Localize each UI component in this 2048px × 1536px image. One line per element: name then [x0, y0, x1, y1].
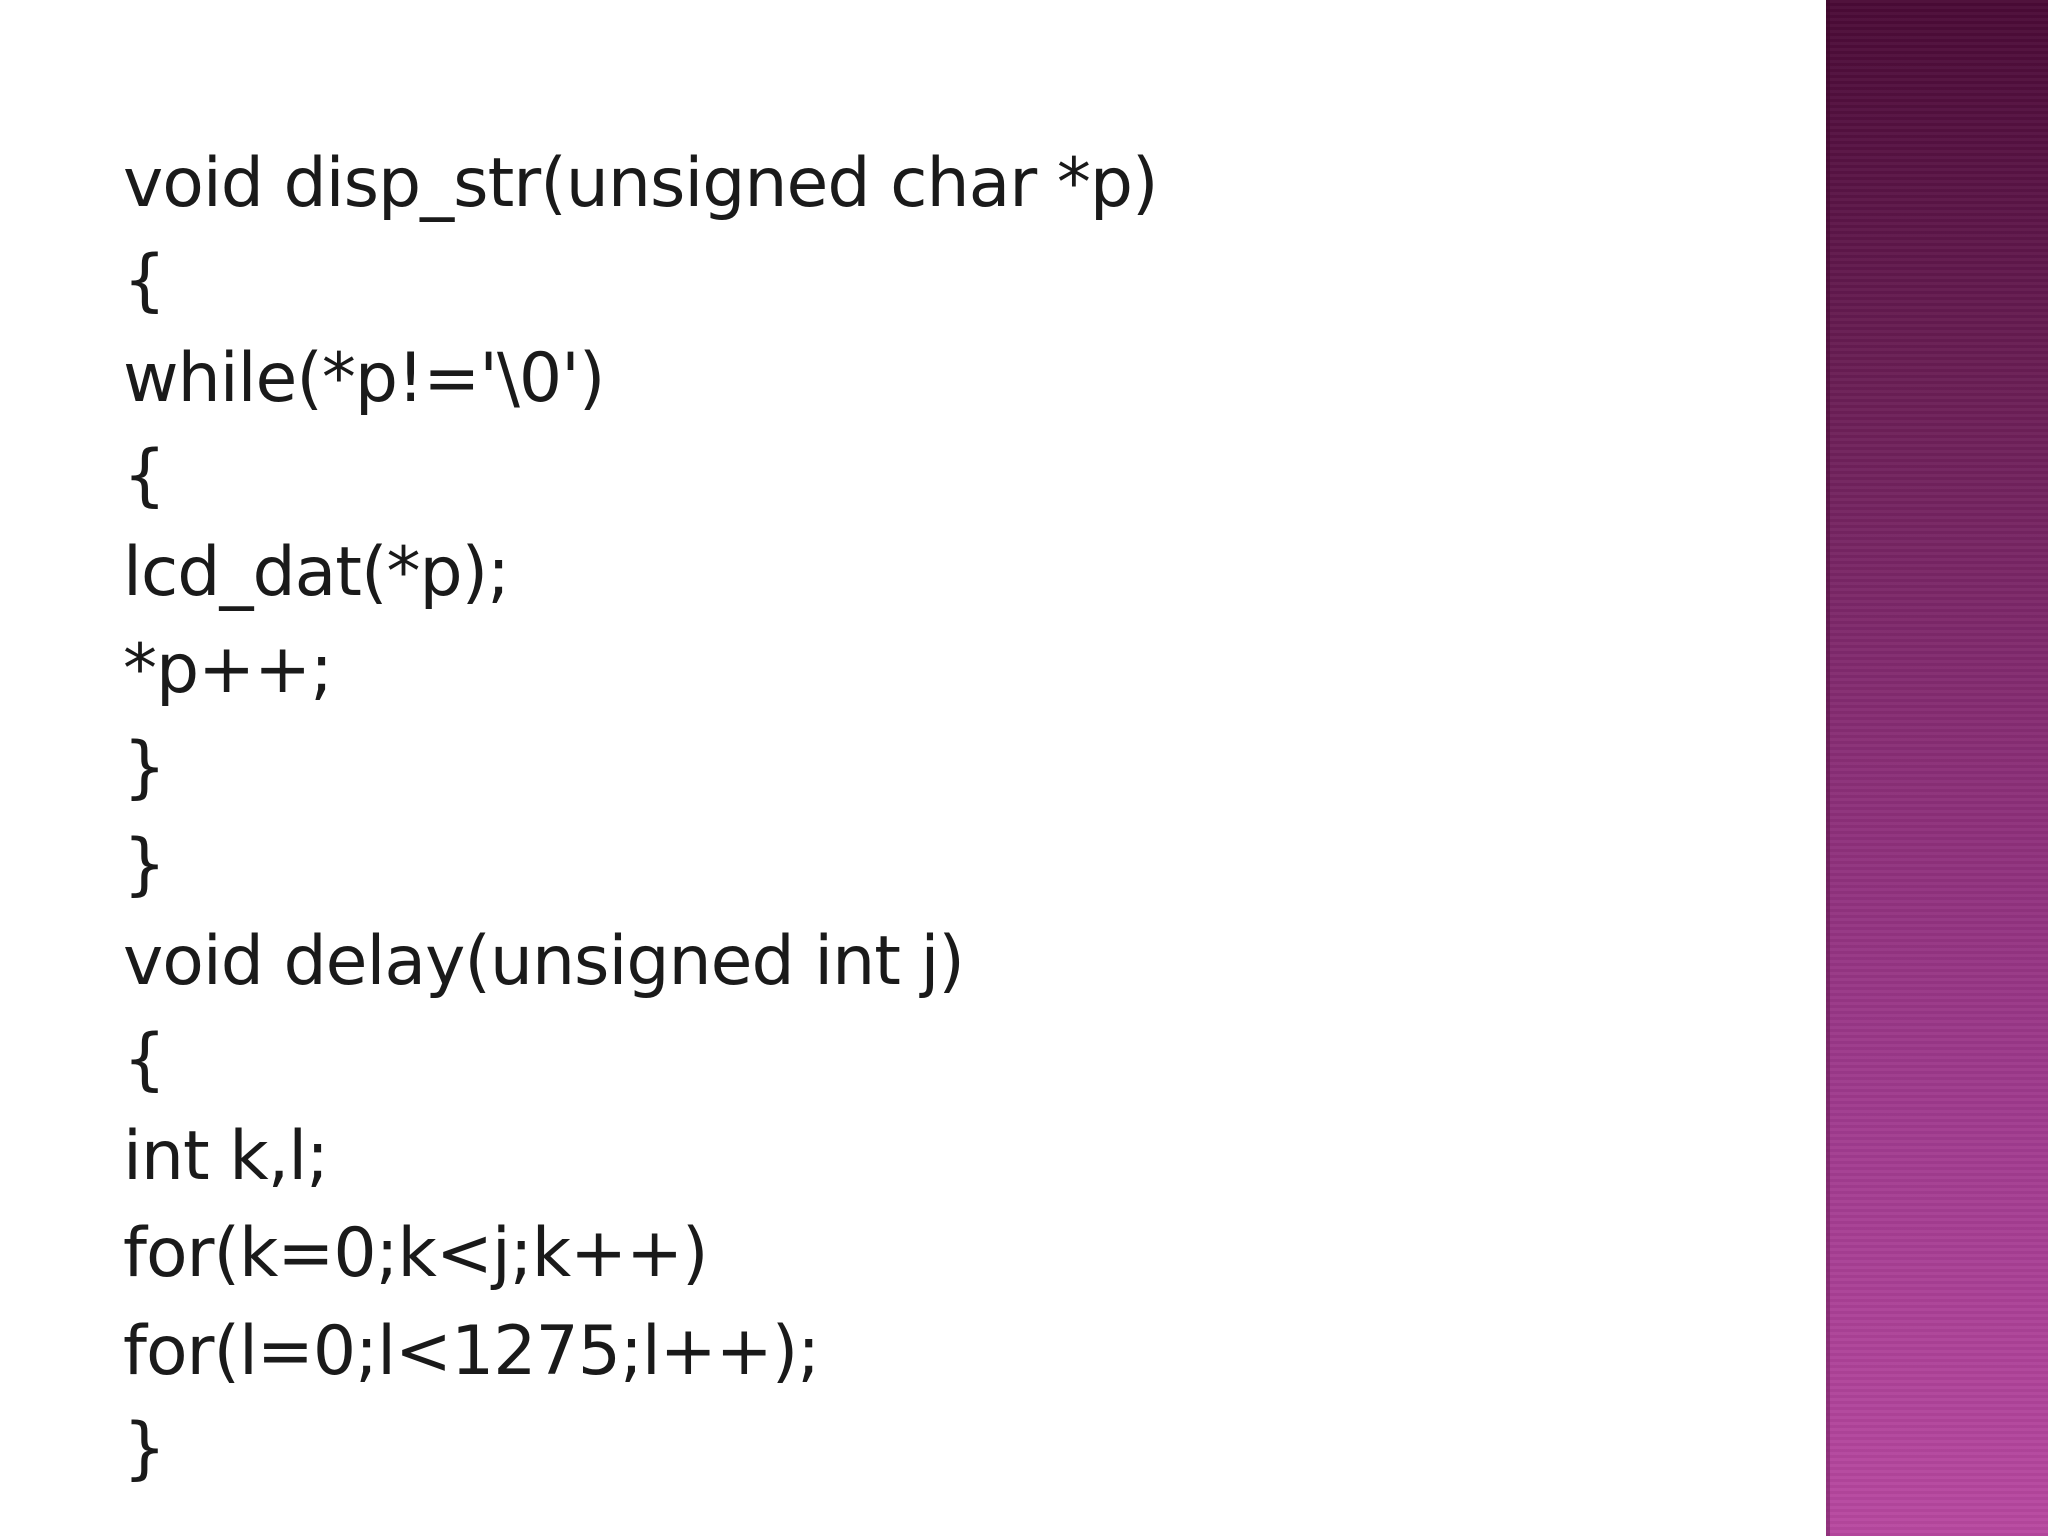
code-line: }: [123, 1408, 166, 1488]
code-line: lcd_dat(*p);: [123, 533, 510, 613]
side-bar-edge: [1826, 0, 1830, 1536]
code-line: *p++;: [123, 630, 333, 710]
code-line: void disp_str(unsigned char *p): [123, 144, 1159, 223]
code-line: for(k=0;k<j;k++): [123, 1214, 709, 1294]
code-block: void disp_str(unsigned char *p) { while(…: [123, 135, 1723, 1497]
code-line: }: [123, 825, 166, 905]
code-line: {: [123, 435, 166, 515]
code-line: while(*p!='\0'): [123, 338, 605, 418]
code-line: for(l=0;l<1275;l++);: [123, 1311, 820, 1391]
code-line: {: [123, 241, 166, 321]
side-bar-texture: [1826, 0, 2048, 1536]
code-line: void delay(unsigned int j): [123, 922, 965, 1002]
code-line: int k,l;: [123, 1116, 329, 1196]
code-line: {: [123, 1019, 166, 1099]
code-line: }: [123, 727, 166, 807]
decorative-side-bar: [1826, 0, 2048, 1536]
